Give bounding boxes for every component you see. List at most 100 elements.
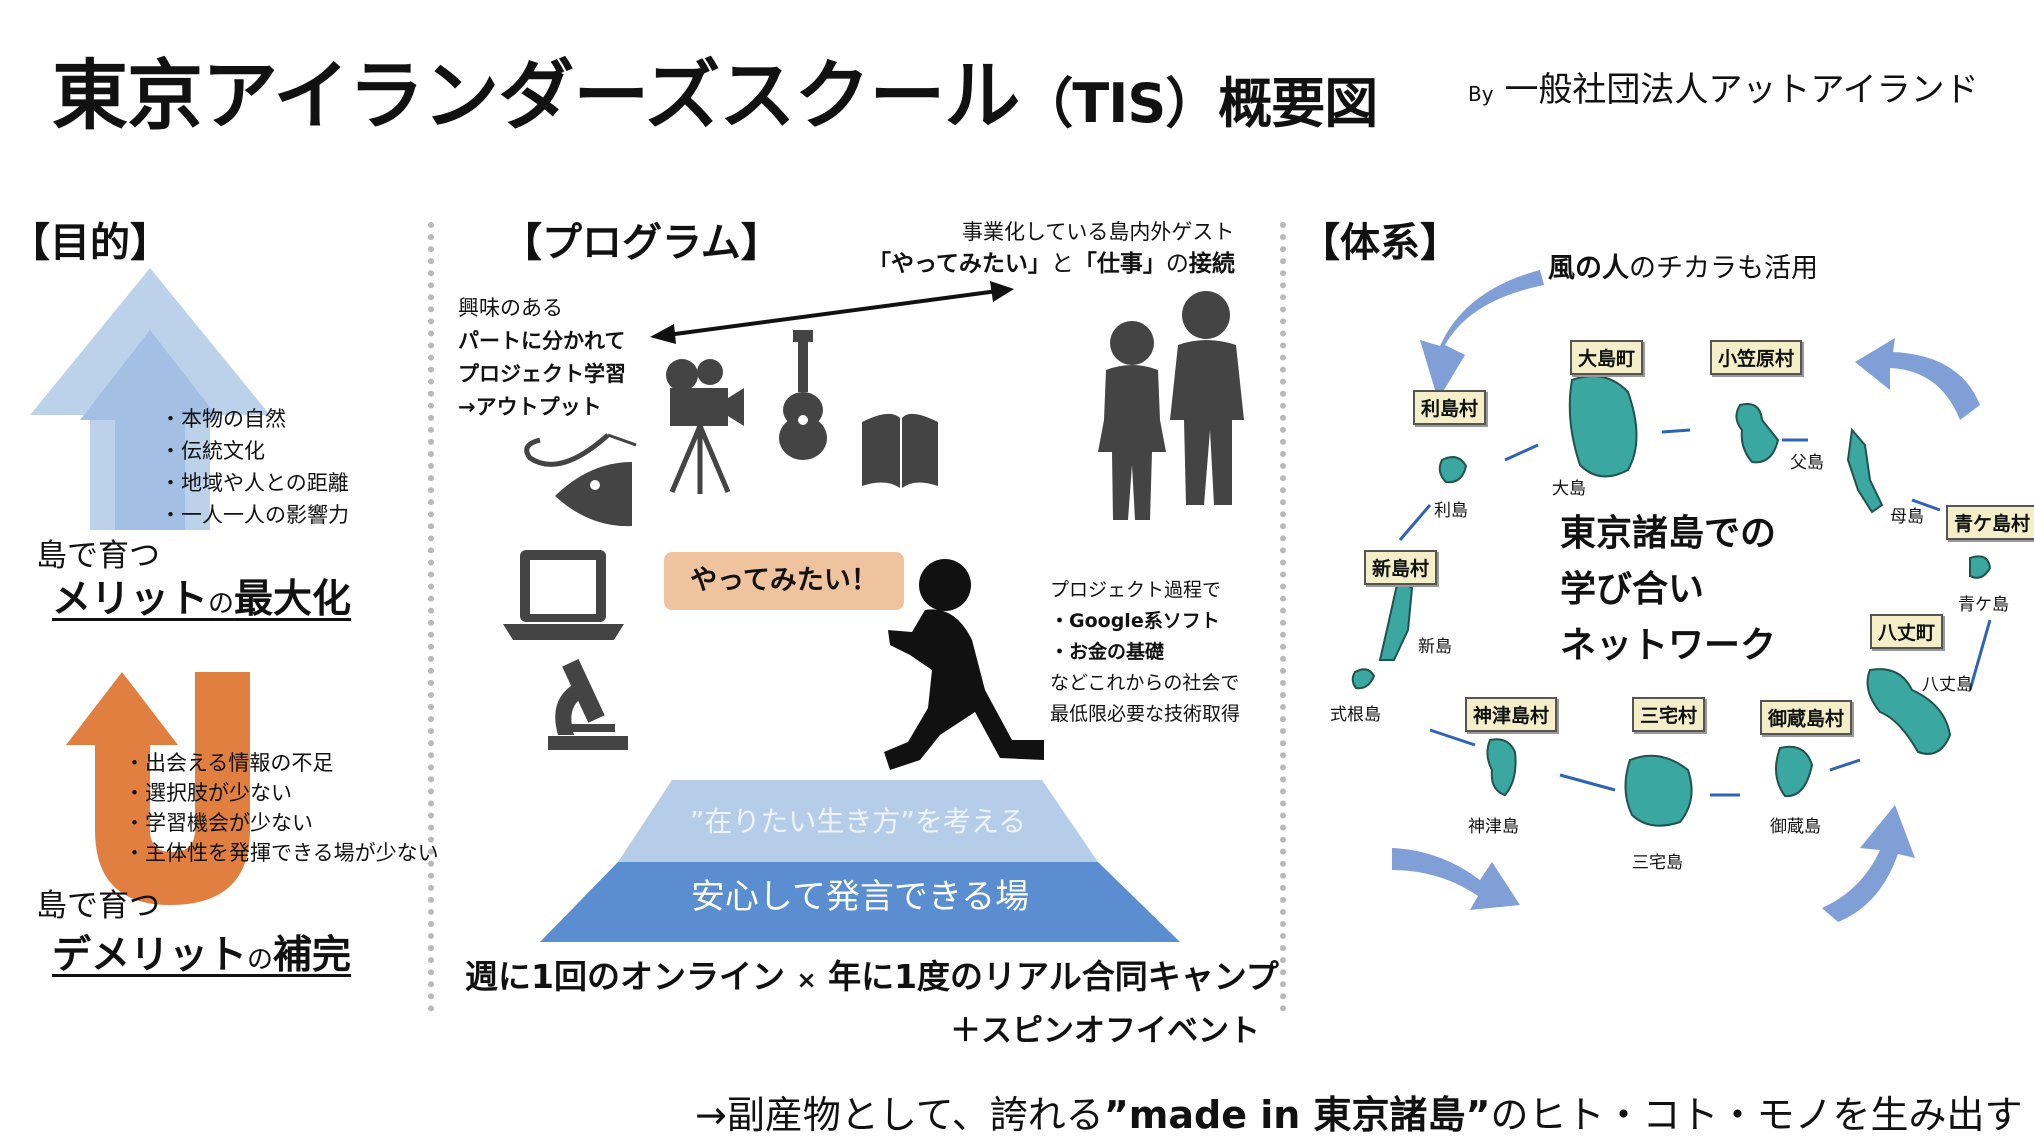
schedule-camp: 年に1度のリアル合同キャンプ bbox=[828, 957, 1279, 996]
list-item: ・出会える情報の不足 bbox=[124, 751, 334, 775]
list-item: ・本物の自然 bbox=[160, 407, 286, 431]
text-line: などこれからの社会で bbox=[1050, 672, 1240, 694]
merit-word-2: 最大化 bbox=[234, 577, 352, 622]
list-item: ・地域や人との距離 bbox=[160, 471, 349, 495]
text-line: 学び合い bbox=[1560, 569, 1705, 610]
byline-prefix: By bbox=[1468, 82, 1494, 106]
merit-bullet-list: ・本物の自然 ・伝統文化 ・地域や人との距離 ・一人一人の影響力 bbox=[160, 403, 349, 531]
guest-caption: 事業化している島内外ゲスト bbox=[962, 220, 1235, 244]
text-line: パートに分かれて bbox=[458, 329, 626, 353]
demerit-word-2: 補完 bbox=[273, 933, 352, 978]
microscope-icon bbox=[548, 659, 628, 750]
demerit-word: デメリット bbox=[52, 933, 248, 978]
aogashima-island-shape bbox=[1969, 555, 1992, 579]
island-name-aogashima: 青ケ島 bbox=[1958, 595, 2009, 615]
footer-summary: →副産物として、誇れる”made in 東京諸島”のヒト・コト・モノを生み出す bbox=[695, 1084, 2023, 1139]
cycle-arrow-bottomleft-icon bbox=[1392, 848, 1520, 910]
island-name-toshima: 利島 bbox=[1434, 501, 1468, 521]
people-silhouette-icon bbox=[1098, 291, 1244, 520]
village-label-ogasawara: 小笠原村 bbox=[1710, 340, 1803, 375]
running-child-icon bbox=[884, 559, 1044, 770]
program-schedule: 週に1回のオンライン × 年に1度のリアル合同キャンプ bbox=[465, 950, 1279, 998]
demerit-uturn-arrow-icon bbox=[66, 672, 250, 905]
spinoff-events: ＋スピンオフイベント bbox=[950, 1013, 1260, 1049]
purpose-heading: 【目的】 bbox=[10, 220, 170, 266]
village-label-toshima: 利島村 bbox=[1413, 390, 1487, 425]
guest-no: の bbox=[1165, 251, 1189, 277]
system-heading: 【体系】 bbox=[1300, 220, 1460, 266]
cycle-arrow-topleft-icon bbox=[1420, 270, 1544, 400]
merit-word: メリット bbox=[52, 577, 209, 622]
list-item: ・学習機会が少ない bbox=[124, 811, 313, 835]
village-label-kozushima: 神津島村 bbox=[1465, 697, 1558, 732]
kaze-bold: 風の人 bbox=[1548, 253, 1629, 284]
oshima-island-shape bbox=[1568, 375, 1638, 478]
toshima-island-shape bbox=[1438, 456, 1468, 484]
guitar-icon bbox=[779, 330, 827, 460]
merit-particle: の bbox=[208, 589, 235, 619]
byline: By 一般社団法人アットアイランド bbox=[1468, 62, 1979, 111]
text-line: ・Google系ソフト bbox=[1050, 610, 1220, 632]
schedule-online: 週に1回のオンライン bbox=[465, 957, 785, 996]
kaze-caption: 風の人のチカラも活用 bbox=[1548, 246, 1818, 285]
text-line: 東京諸島での bbox=[1560, 513, 1777, 554]
text-line: 最低限必要な技術取得 bbox=[1050, 703, 1241, 725]
guest-quote-yatte: 「やってみたい」 bbox=[868, 251, 1051, 277]
column-divider-right bbox=[1280, 222, 1286, 1012]
speech-bubble: やってみたい！ bbox=[664, 552, 904, 610]
merit-arrow-front-icon bbox=[80, 330, 220, 530]
skills-text: プロジェクト過程で ・Google系ソフト ・お金の基礎 などこれからの社会で … bbox=[1050, 575, 1240, 730]
demerit-particle: の bbox=[247, 945, 274, 975]
network-title: 東京諸島での 学び合い ネットワーク bbox=[1560, 506, 1776, 674]
island-name-mikurajima: 御蔵島 bbox=[1770, 817, 1821, 837]
island-name-oshima: 大島 bbox=[1552, 479, 1586, 499]
island-connection-lines bbox=[1396, 428, 1992, 797]
guest-connection-text: 「やってみたい」と「仕事」の接続 bbox=[868, 248, 1235, 280]
mikurajima-island-shape bbox=[1775, 745, 1814, 798]
guest-quote-shigoto: 「仕事」 bbox=[1073, 251, 1166, 277]
cycle-arrow-topright-icon bbox=[1855, 338, 1980, 420]
column-divider-left bbox=[428, 222, 434, 1012]
text-line: プロジェクト過程で bbox=[1050, 579, 1222, 601]
island-name-hachijojima: 八丈島 bbox=[1922, 675, 1973, 695]
island-name-miyakejima: 三宅島 bbox=[1632, 853, 1683, 873]
schedule-times: × bbox=[796, 966, 817, 994]
merit-headline: メリットの最大化 bbox=[52, 568, 351, 624]
demerit-headline: デメリットの補完 bbox=[52, 924, 351, 980]
footer-suffix: のヒト・コト・モノを生み出す bbox=[1490, 1093, 2023, 1137]
village-label-mikura: 御蔵島村 bbox=[1760, 700, 1853, 735]
village-label-niijima: 新島村 bbox=[1364, 550, 1438, 585]
island-name-hahajima: 母島 bbox=[1890, 507, 1924, 527]
guest-connection-arrow bbox=[659, 288, 1006, 338]
demerit-subtitle: 島で育つ bbox=[36, 888, 160, 924]
movie-camera-icon bbox=[666, 359, 744, 494]
island-name-chichijima: 父島 bbox=[1790, 453, 1824, 473]
list-item: ・選択肢が少ない bbox=[124, 781, 292, 805]
village-label-miyake: 三宅村 bbox=[1632, 697, 1706, 732]
demerit-bullet-list: ・出会える情報の不足 ・選択肢が少ない ・学習機会が少ない ・主体性を発揮できる… bbox=[124, 748, 439, 868]
title-sub: （TIS）概要図 bbox=[1019, 72, 1378, 135]
cycle-arrow-bottomright-icon bbox=[1822, 805, 1915, 922]
project-learning-text: 興味のある パートに分かれて プロジェクト学習 →アウトプット bbox=[458, 292, 626, 424]
footer-made-in: ”made in 東京諸島” bbox=[1103, 1093, 1491, 1137]
village-label-hachijo: 八丈町 bbox=[1870, 614, 1944, 649]
shikinejima-island-shape bbox=[1351, 668, 1376, 690]
island-name-niijima: 新島 bbox=[1418, 637, 1452, 657]
guest-link: 接続 bbox=[1188, 251, 1235, 277]
text-line: ネットワーク bbox=[1560, 625, 1777, 666]
text-line: ・お金の基礎 bbox=[1050, 641, 1165, 663]
guest-to: と bbox=[1050, 251, 1074, 277]
text-line: プロジェクト学習 bbox=[458, 362, 626, 386]
list-item: ・主体性を発揮できる場が少ない bbox=[124, 841, 439, 865]
kozushima-island-shape bbox=[1486, 738, 1517, 797]
hachijojima-island-shape bbox=[1866, 668, 1952, 755]
kaze-rest: のチカラも活用 bbox=[1629, 253, 1818, 284]
miyakejima-island-shape bbox=[1624, 754, 1693, 827]
merit-subtitle: 島で育つ bbox=[36, 538, 160, 574]
footer-prefix: →副産物として、誇れる bbox=[695, 1093, 1104, 1137]
pyramid-top-shape bbox=[618, 780, 1098, 862]
list-item: ・伝統文化 bbox=[160, 439, 265, 463]
island-name-shikinejima: 式根島 bbox=[1330, 705, 1381, 725]
village-label-aogashima: 青ケ島村 bbox=[1946, 505, 2034, 540]
